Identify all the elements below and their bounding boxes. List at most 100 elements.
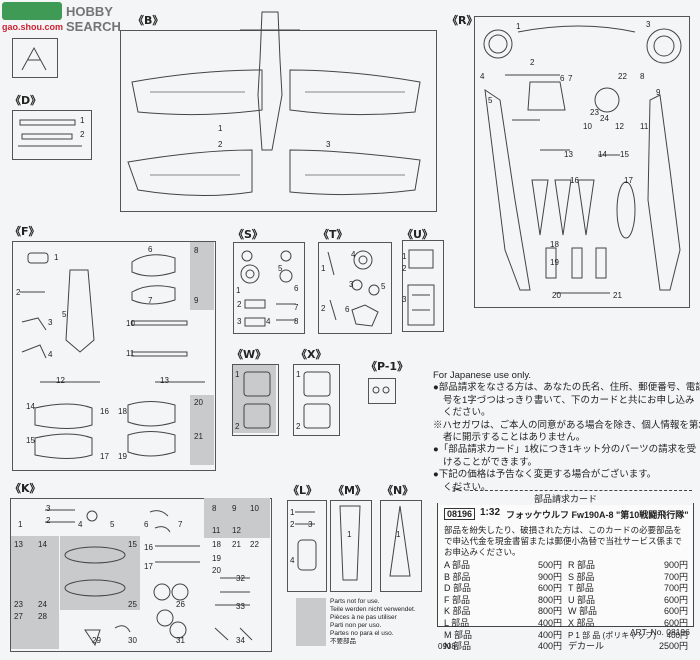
part-number: 2 — [46, 516, 51, 525]
sprue-f-unused-area — [190, 395, 214, 465]
part-number: 16 — [570, 176, 579, 185]
watermark-logo-title: HOBBY SEARCH — [66, 4, 121, 34]
sprue-x-label: 《X》 — [296, 348, 327, 361]
part-number: 16 — [144, 543, 153, 552]
part-number: 9 — [656, 88, 661, 97]
price-part: S 部品 — [568, 571, 595, 582]
part-number: 12 — [56, 376, 65, 385]
sprue-d-frame — [12, 110, 92, 160]
card-desc: お申込みください。 — [444, 547, 521, 557]
part-number: 4 — [480, 72, 485, 81]
part-number: 7 — [178, 520, 183, 529]
kit-scale: 1:32 — [480, 507, 501, 518]
part-number: 2 — [530, 58, 535, 67]
part-number: 1 — [54, 253, 59, 262]
part-number: 2 — [290, 520, 295, 529]
unused-legend-line: Pièces à ne pas utiliser — [330, 614, 397, 621]
part-number: 2 — [296, 422, 301, 431]
scissors-icon: ✂ — [452, 482, 463, 497]
part-number: 19 — [550, 258, 559, 267]
part-number: 24 — [38, 600, 47, 609]
part-number: 25 — [128, 600, 137, 609]
part-number: 3 — [402, 295, 407, 304]
art-number: ART. No. 08196 — [630, 627, 690, 637]
sprue-r-label: 《R》 — [447, 14, 478, 27]
part-number: 7 — [294, 303, 299, 312]
part-number: 30 — [128, 636, 137, 645]
part-number: 10 — [583, 122, 592, 131]
watermark-logo-mark — [2, 2, 62, 20]
sprue-f-frame — [12, 241, 216, 471]
part-number: 7 — [568, 74, 573, 83]
sprue-d-label: 《D》 — [10, 94, 42, 107]
part-number: 27 — [14, 612, 23, 621]
sprue-x-frame — [293, 364, 340, 436]
part-number: 2 — [16, 288, 21, 297]
part-number: 5 — [62, 310, 67, 319]
sprue-l-frame — [287, 500, 327, 592]
part-number: 20 — [194, 398, 203, 407]
part-number: 21 — [232, 540, 241, 549]
part-number: 21 — [194, 432, 203, 441]
price-part: X 部品 — [568, 617, 595, 628]
part-number: 3 — [349, 280, 354, 289]
part-number: 11 — [212, 526, 221, 535]
price-part: U 部品 — [568, 594, 596, 605]
price-part: F 部品 — [444, 594, 470, 605]
part-number: 1 — [321, 264, 326, 273]
card-title: 部品請求カード — [438, 492, 693, 505]
sprue-s-frame — [233, 242, 305, 334]
part-number: 14 — [38, 540, 47, 549]
price-value: 700円 — [663, 571, 688, 582]
sprue-n-frame — [380, 500, 422, 592]
note-line: ●下記の価格は予告なく変更する場合がございます。 — [433, 469, 657, 481]
sprue-k-unused-area — [11, 536, 59, 649]
part-number: 12 — [615, 122, 624, 131]
sprue-b-label: 《B》 — [133, 14, 164, 27]
part-number: 6 — [560, 74, 565, 83]
part-number: 6 — [148, 245, 153, 254]
note-line: 者に開示することはありません。 — [443, 432, 586, 444]
part-number: 10 — [126, 319, 135, 328]
part-number: 15 — [128, 540, 137, 549]
part-number: 6 — [294, 284, 299, 293]
sprue-p1-label: 《P-1》 — [366, 360, 409, 373]
part-number: 17 — [100, 452, 109, 461]
price-value: 400円 — [537, 617, 562, 628]
part-number: 7 — [148, 296, 153, 305]
part-number: 3 — [237, 317, 242, 326]
price-value: 900円 — [663, 560, 688, 570]
part-number: 5 — [488, 96, 493, 105]
part-number: 33 — [236, 602, 245, 611]
part-number: 11 — [126, 349, 135, 358]
part-number: 26 — [176, 600, 185, 609]
price-value: 600円 — [663, 606, 688, 617]
kit-name: フォッケウルフ Fw190A-8 "第10戦闘飛行隊" — [506, 510, 689, 520]
part-number: 1 — [402, 252, 407, 261]
part-number: 8 — [294, 317, 299, 326]
part-number: 5 — [110, 520, 115, 529]
part-number: 23 — [14, 600, 23, 609]
part-number: 18 — [118, 407, 127, 416]
kit-code: 08196 — [444, 508, 476, 520]
part-number: 19 — [212, 554, 221, 563]
cut-line — [470, 490, 692, 491]
part-number: 17 — [144, 562, 153, 571]
price-value: 2500円 — [658, 641, 688, 652]
unused-legend-line: 不要部品 — [330, 638, 356, 645]
sprue-p1-frame — [368, 378, 396, 404]
price-value: 900円 — [537, 571, 562, 582]
part-number: 18 — [212, 540, 221, 549]
